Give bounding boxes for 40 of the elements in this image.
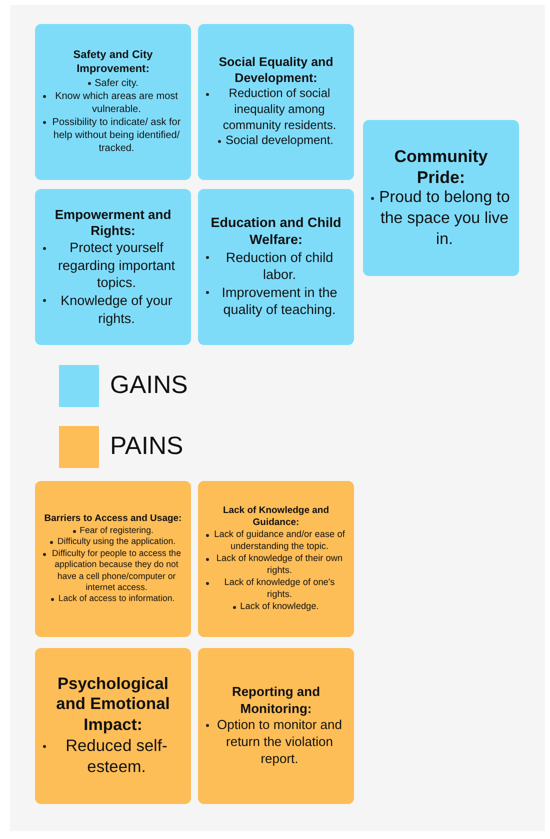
bullet-text: Safer city. (94, 76, 138, 90)
bullet-text: Difficulty using the application. (57, 536, 176, 548)
card-heading: Lack of Knowledge and Guidance: (222, 505, 330, 530)
bullet-text: Protect yourself regarding important topics. (56, 239, 176, 292)
bullet-text: Possibility to indicate/ ask for help without being identified/ tracked. (51, 116, 182, 155)
bullet-text: Difficulty for people to access the application because they do not have a cell phone/computer or internet access. (51, 548, 182, 594)
card-heading: Psychological and Emotional Impact: (55, 674, 171, 736)
card-heading: Reporting and Monitoring: (230, 684, 322, 717)
category-card (35, 648, 191, 804)
category-card (35, 481, 191, 637)
bullet-text: Lack of knowledge of their own rights. (215, 552, 344, 577)
legend-label: GAINS (110, 370, 188, 402)
bullet-text: Lack of access to information. (58, 593, 175, 605)
category-card (198, 189, 354, 345)
bullet-text: Fear of registering. (80, 524, 154, 536)
bullet-text: Lack of knowledge of one's rights. (223, 576, 336, 601)
bullet-text: Lack of knowledge. (240, 600, 319, 613)
bullet-text: Knowledge of your rights. (60, 292, 174, 328)
bullet-text: Know which areas are most vulnerable. (54, 90, 179, 116)
bullet-text: Social development. (225, 133, 334, 149)
category-card (198, 648, 354, 804)
card-heading: Education and Child Welfare: (210, 215, 342, 249)
category-card (35, 24, 191, 180)
bullet-text: Lack of guidance and/or ease of understanding the topic. (213, 529, 346, 553)
card-heading: Community Pride: (393, 146, 489, 188)
category-card (198, 481, 354, 637)
card-heading: Social Equality and Development: (218, 55, 334, 86)
bullet-text: Proud to belong to the space you live in. (378, 188, 511, 250)
bullet-text: Option to monitor and return the violation report. (216, 716, 344, 768)
bullet-text: Reduced self-esteem. (64, 736, 168, 778)
category-card (198, 24, 354, 180)
category-card (363, 120, 519, 276)
card-heading: Empowerment and Rights: (54, 206, 172, 240)
legend-label: PAINS (110, 431, 184, 462)
category-card (35, 189, 191, 345)
bullet-text: Improvement in the quality of teaching. (220, 284, 338, 319)
bullet-text: Reduction of child labor. (224, 248, 334, 284)
bullet-text: Reduction of social inequality among community residents. (222, 86, 338, 134)
card-heading: Safety and City Improvement: (72, 49, 154, 77)
card-heading: Barriers to Access and Usage: (44, 513, 182, 525)
